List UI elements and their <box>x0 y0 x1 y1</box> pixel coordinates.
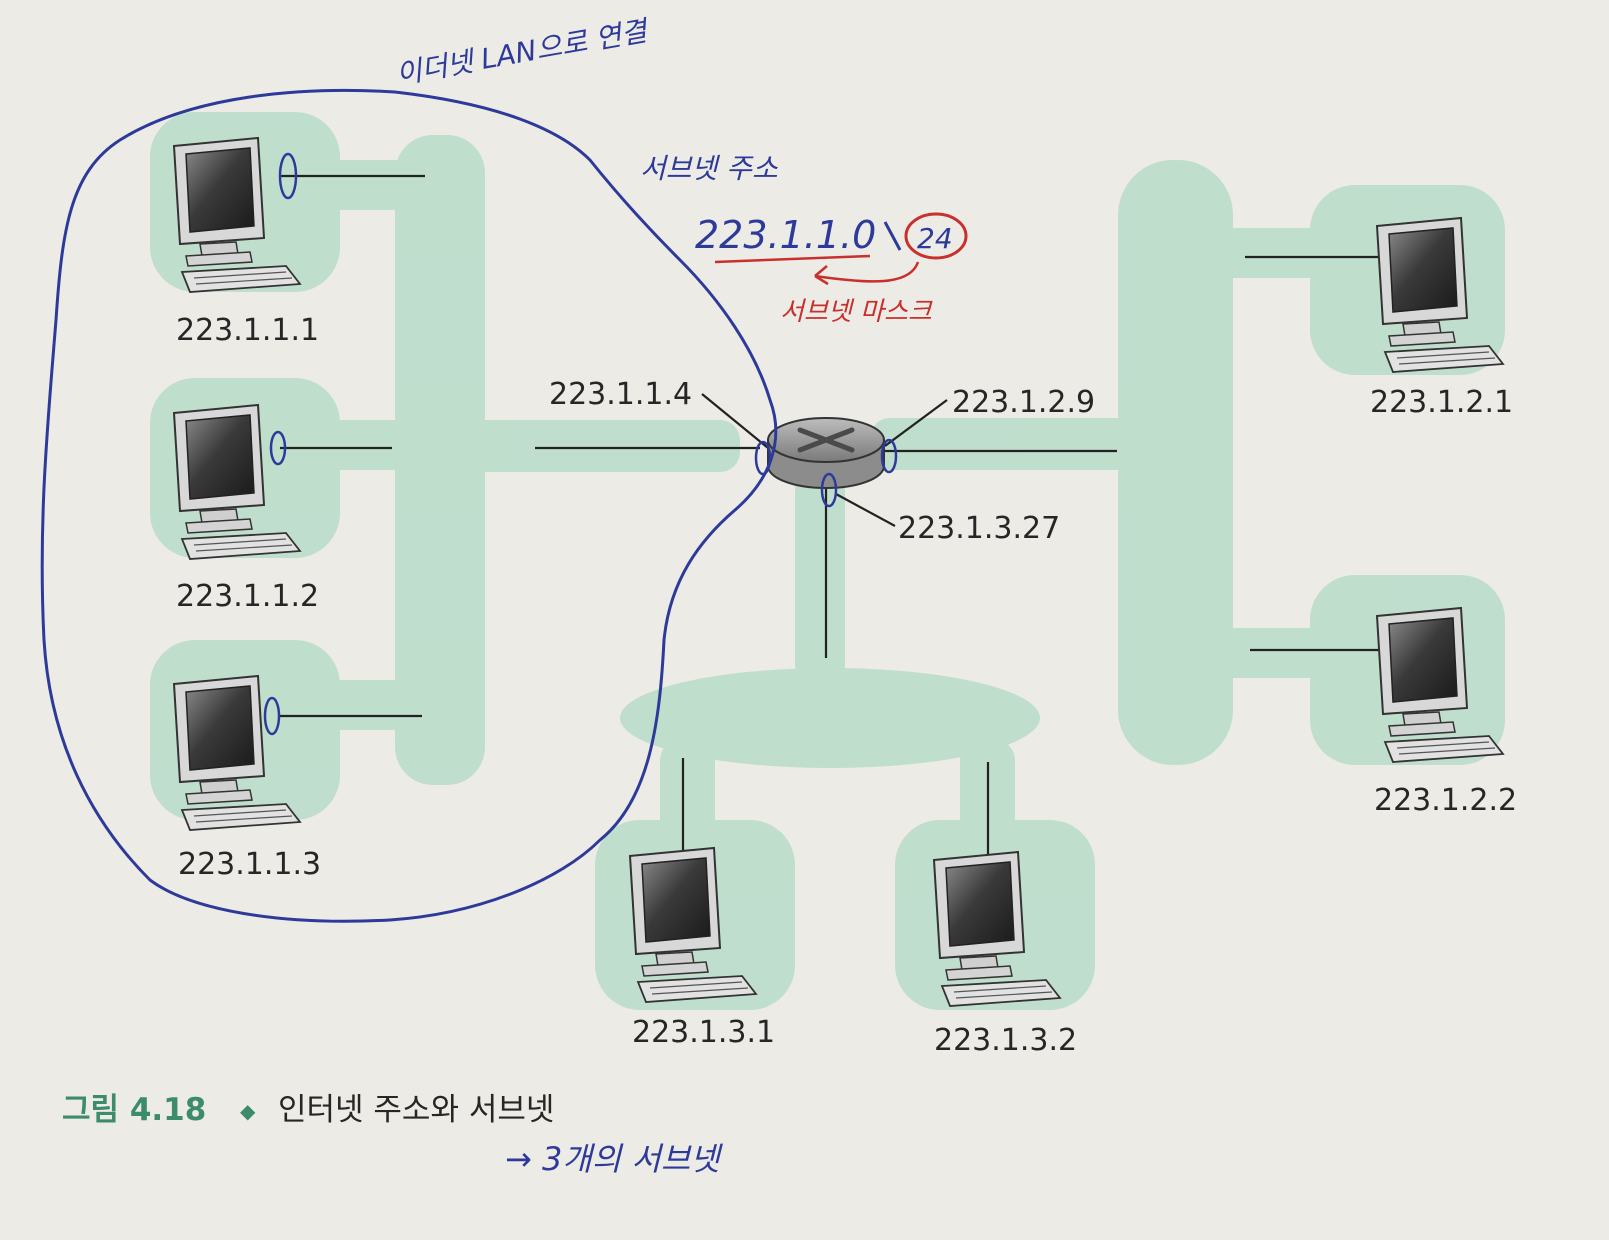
mask-arrow-head <box>814 265 829 286</box>
hand-drawn-interface-circles <box>263 152 898 736</box>
subnet-mask-note: 서브넷 마스크 <box>780 297 933 327</box>
figure-number: 그림 4.18 <box>62 1092 206 1128</box>
ip-label-router-223-1-3-27: 223.1.3.27 <box>898 511 1060 546</box>
leader-223-1-2-9 <box>884 399 948 447</box>
underline-red <box>714 254 871 264</box>
ip-label-223-1-1-1: 223.1.1.1 <box>176 313 319 348</box>
subnet-address-note: 서브넷 주소 <box>640 152 778 185</box>
router-icon <box>767 417 885 489</box>
ip-label-223-1-3-1: 223.1.3.1 <box>632 1015 775 1050</box>
subnet-address-value: 223.1.1.0 <box>695 213 876 257</box>
ip-label-223-1-2-2: 223.1.2.2 <box>1374 783 1517 818</box>
three-subnets-note: → 3개의 서브넷 <box>505 1140 723 1178</box>
link-lines <box>280 174 1380 856</box>
ip-label-223-1-1-3: 223.1.1.3 <box>178 847 321 882</box>
ip-label-router-223-1-1-4: 223.1.1.4 <box>549 377 692 412</box>
ethernet-lan-note: 이더넷 LAN으로 연결 <box>393 14 652 91</box>
hand-drawn-subnet-1-loop <box>40 88 778 923</box>
subnet-prefix-value: 24 <box>917 222 953 255</box>
leader-223-1-1-4 <box>701 393 769 449</box>
prefix-circle <box>904 212 968 260</box>
ip-label-router-223-1-2-9: 223.1.2.9 <box>952 385 1095 420</box>
ip-label-223-1-3-2: 223.1.3.2 <box>934 1023 1077 1058</box>
figure-caption-title: 인터넷 주소와 서브넷 <box>278 1092 554 1128</box>
ip-label-223-1-1-2: 223.1.1.2 <box>176 579 319 614</box>
leader-223-1-3-27 <box>835 493 896 527</box>
mask-arrow <box>814 261 920 283</box>
subnet-slash <box>883 221 902 251</box>
caption-bullet: ◆ <box>240 1099 256 1123</box>
ip-label-223-1-2-1: 223.1.2.1 <box>1370 385 1513 420</box>
